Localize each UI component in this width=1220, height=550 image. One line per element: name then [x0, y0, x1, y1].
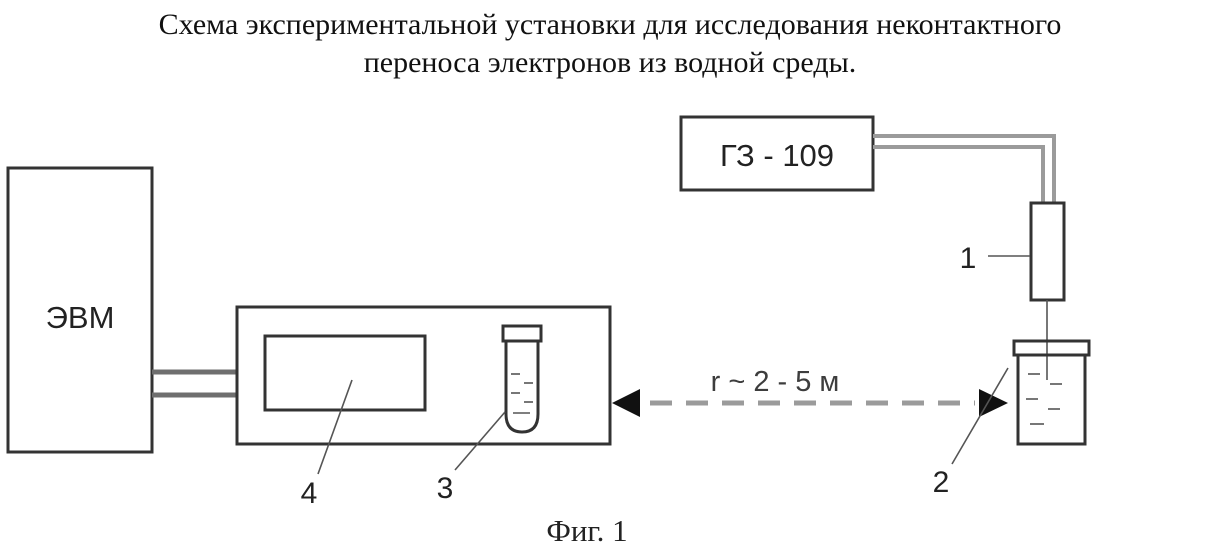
- computer-box: [6, 166, 154, 454]
- callout-line-3: [454, 411, 506, 471]
- callout-label-2: 2: [933, 466, 950, 499]
- generator-cable-inner: [873, 145, 1045, 203]
- test-tube: [501, 324, 543, 434]
- generator-cable-outer: [873, 134, 1056, 203]
- generator-box: [679, 115, 875, 192]
- computer-label: ЭВМ: [46, 300, 115, 335]
- figure-caption: Фиг. 1: [546, 513, 627, 548]
- callout-label-3: 3: [437, 472, 454, 505]
- right-arrowhead-icon: [979, 389, 1008, 417]
- vessel-rim: [1012, 339, 1091, 357]
- figure-title-line2: переноса электронов из водной среды.: [363, 46, 857, 79]
- display-screen: [263, 334, 427, 412]
- vessel-liquid-marks: [1026, 373, 1062, 425]
- water-vessel: [1012, 339, 1091, 446]
- figure-title-line1: Схема экспериментальной установки для ис…: [158, 8, 1062, 41]
- detector-box: [235, 305, 612, 446]
- electrode-box: [1029, 201, 1066, 302]
- callout-line-2: [951, 367, 1009, 465]
- callout-label-1: 1: [960, 242, 977, 275]
- generator-label: ГЗ - 109: [720, 138, 834, 173]
- test-tube-body: [504, 341, 540, 434]
- callout-label-4: 4: [301, 477, 318, 510]
- test-tube-liquid-marks: [511, 373, 533, 414]
- vessel-body: [1016, 353, 1087, 446]
- figure-title: Схема экспериментальной установки для ис…: [0, 6, 1220, 82]
- test-tube-collar: [501, 324, 543, 343]
- callout-line-4: [317, 379, 353, 475]
- left-arrowhead-icon: [612, 389, 640, 417]
- distance-label: r ~ 2 - 5 м: [711, 366, 840, 398]
